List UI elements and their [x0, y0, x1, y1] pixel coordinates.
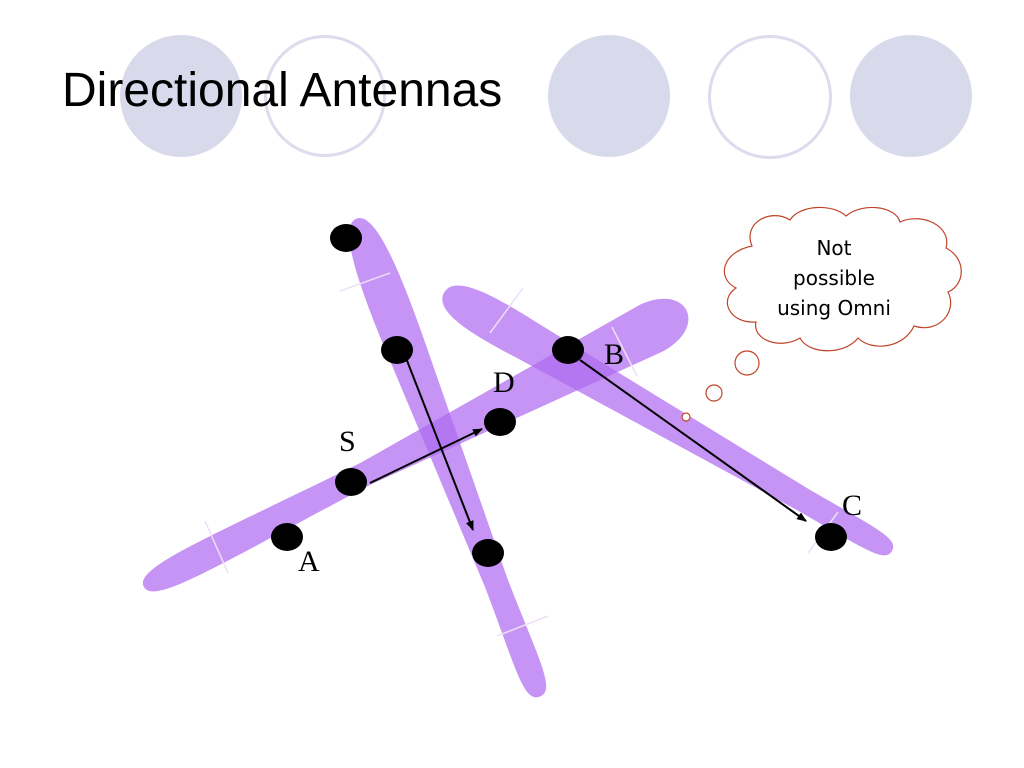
node-a	[271, 523, 303, 551]
arrow-vertical-beam	[405, 357, 474, 531]
thought-text-line-2: possible	[793, 266, 875, 290]
beam-divider	[489, 287, 524, 334]
thought-bubble-dot	[734, 350, 760, 376]
node-b	[552, 336, 584, 364]
beam-divider	[611, 326, 638, 377]
decorative-circle	[548, 35, 670, 157]
thought-bubble-dot	[705, 384, 723, 402]
decorative-circle	[850, 35, 972, 157]
beam-divider	[496, 615, 549, 637]
node-lower-middle	[472, 539, 504, 567]
node-c	[815, 523, 847, 551]
node-top	[330, 224, 362, 252]
arrow-s-to-d	[369, 428, 483, 484]
label-c: C	[842, 489, 862, 522]
node-upper-middle	[381, 336, 413, 364]
thought-cloud	[723, 206, 962, 352]
thought-text-line-3: using Omni	[777, 296, 891, 320]
arrow-b-to-c	[579, 359, 807, 522]
thought-bubble-dot	[681, 412, 691, 422]
slide-title: Directional Antennas	[62, 64, 503, 117]
thought-text-line-1: Not	[816, 236, 851, 260]
decorative-circle-outline	[708, 35, 832, 159]
decorative-circle-outline	[264, 35, 386, 157]
node-d	[484, 408, 516, 436]
beam-divider	[204, 520, 229, 574]
label-d: D	[493, 366, 515, 399]
label-b: B	[604, 338, 624, 371]
beam-divider	[339, 272, 391, 292]
decorative-circle	[120, 35, 242, 157]
node-s	[335, 468, 367, 496]
label-a: A	[298, 545, 320, 578]
label-s: S	[339, 425, 356, 458]
